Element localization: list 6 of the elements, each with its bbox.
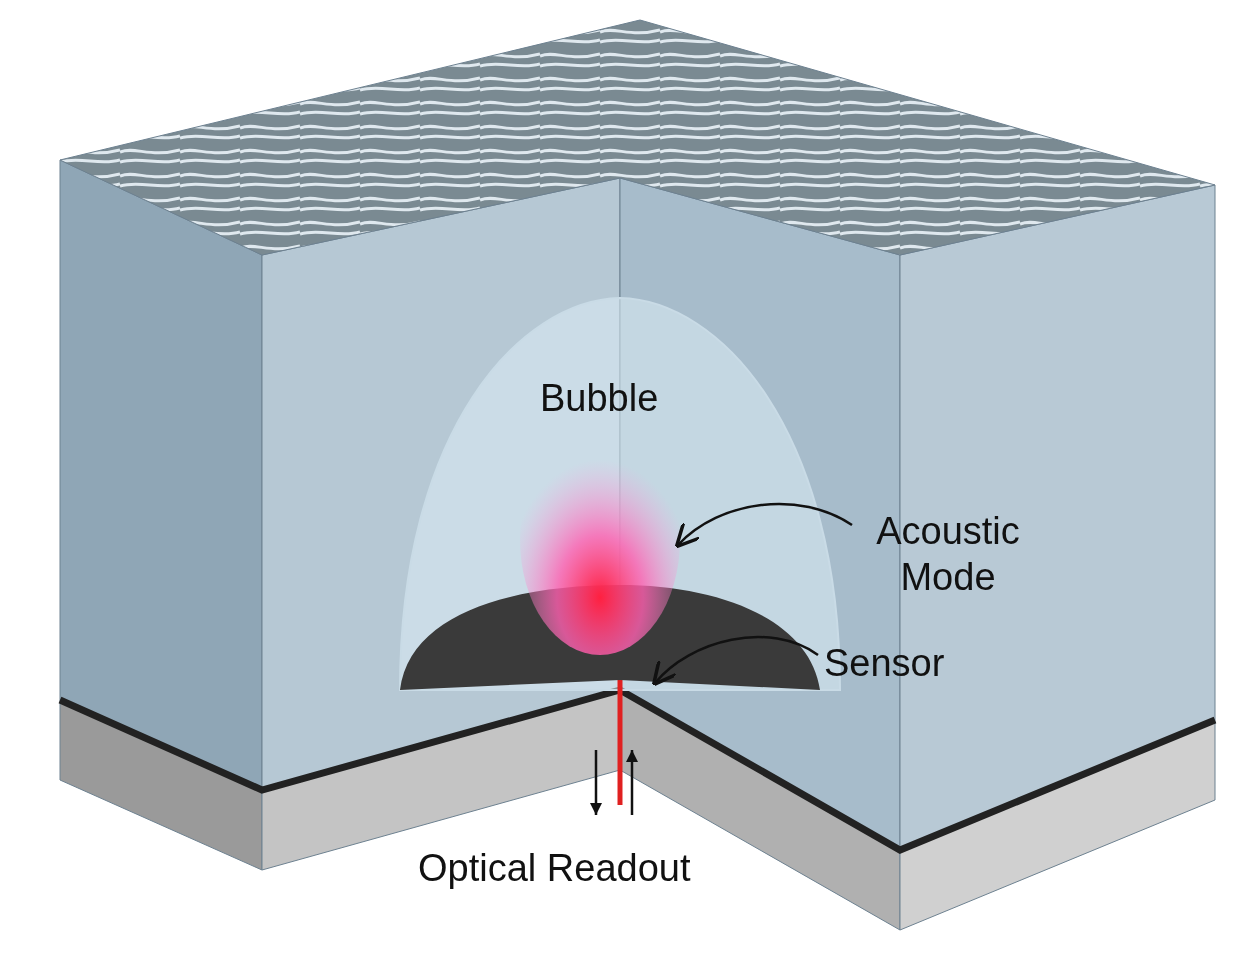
- part-label: Sensor: [824, 640, 945, 686]
- part-label: Acoustic Mode: [858, 508, 1038, 600]
- leader-line: [651, 635, 819, 687]
- leader-line: [674, 502, 853, 549]
- part-label: Bubble: [540, 376, 659, 421]
- part-label: Optical Readout: [418, 846, 691, 891]
